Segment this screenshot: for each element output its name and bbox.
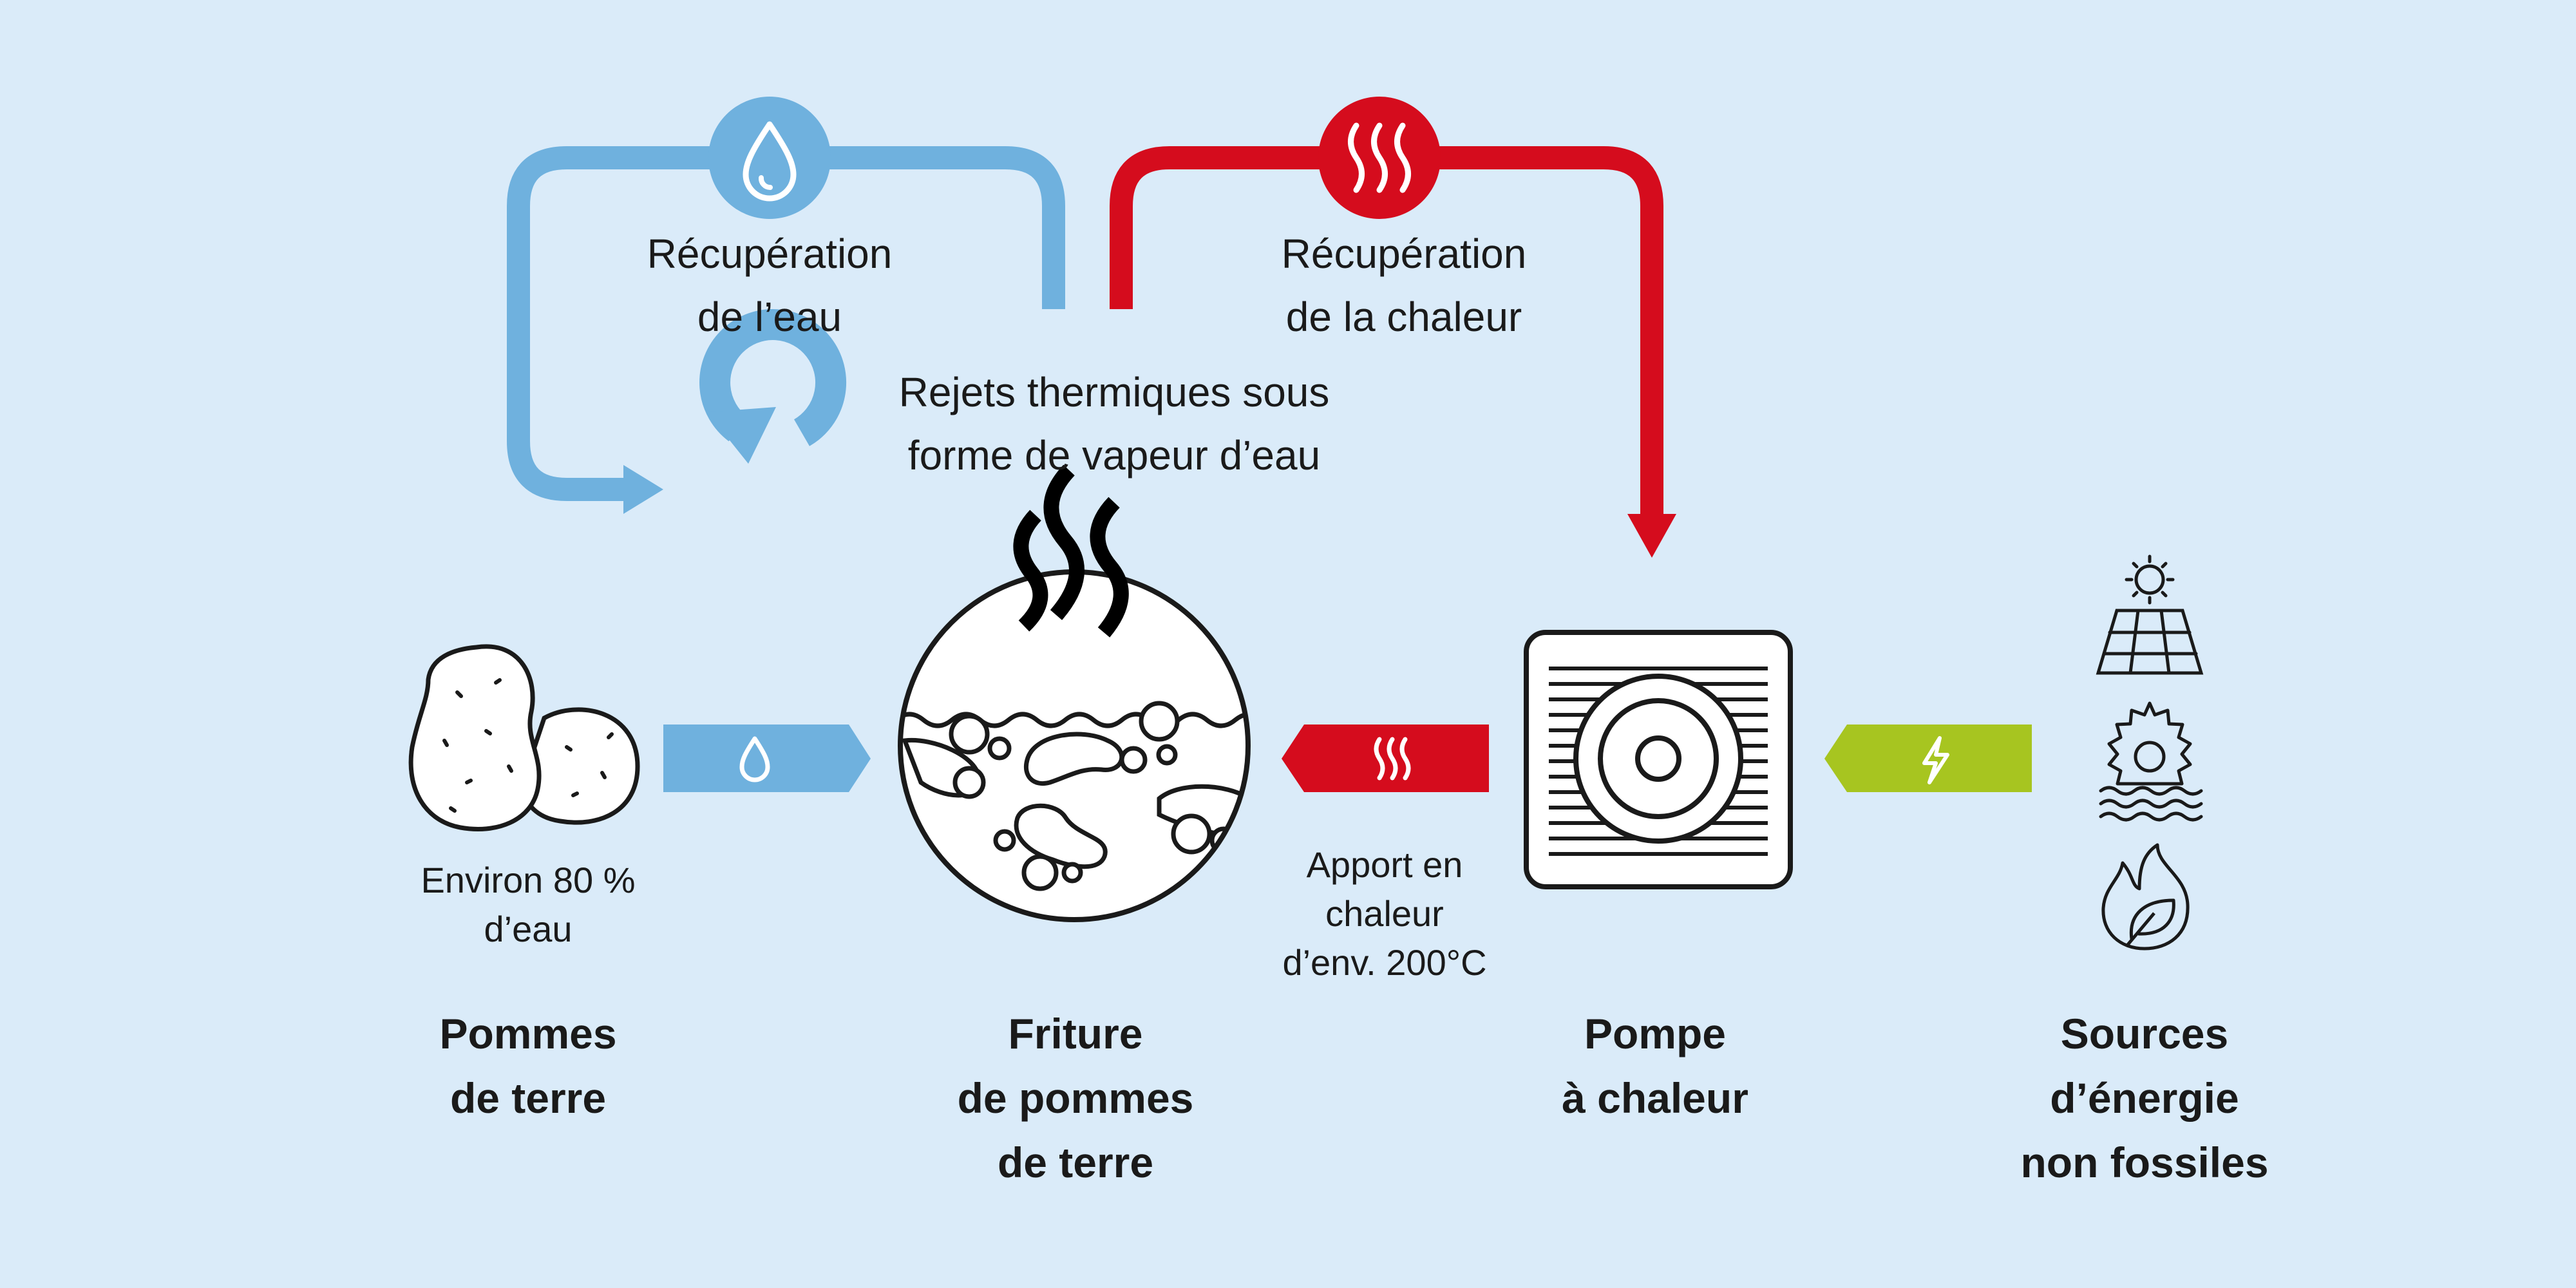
potato-water-note: Environ 80 % d’eau [421,860,636,949]
heat-loop-arrowhead [1627,514,1676,558]
water-drop-icon [708,97,831,219]
water-drop-icon [739,736,770,782]
biomass-flame-icon [2101,843,2190,951]
lightning-icon [1922,736,1949,784]
potatoes-icon [408,644,640,831]
thermal-rejects-label: Rejets thermiques sous forme de vapeur d… [898,369,1330,478]
heat-input-arrow [1282,724,1489,792]
fryer-title: Friture de pommes de terre [957,1010,1194,1186]
steam-icon [1013,464,1129,638]
heat-pump-icon [1524,630,1793,889]
recycle-icon [699,309,847,464]
water-loop-arrowhead [623,465,663,514]
solar-panel-icon [2096,554,2204,675]
energy-sources-title: Sources d’énergie non fossiles [2020,1010,2269,1186]
energy-input-arrow [1824,724,2032,792]
heat-waves-icon [1318,97,1441,219]
water-turbine-icon [2099,701,2203,822]
water-input-arrow [663,724,871,792]
heat-waves-icon [1374,737,1411,781]
heat-input-label: Apport en chaleur d’env. 200°C [1282,844,1487,983]
fryer-icon [898,464,1251,922]
heat-recovery-loop [1110,97,1676,558]
water-recovery-loop [507,97,1065,514]
potatoes-title: Pommes de terre [439,1010,617,1122]
heat-pump-title: Pompe à chaleur [1562,1010,1748,1122]
water-recovery-label: Récupération de l’eau [647,231,893,340]
heat-recovery-label: Récupération de la chaleur [1281,231,1527,340]
